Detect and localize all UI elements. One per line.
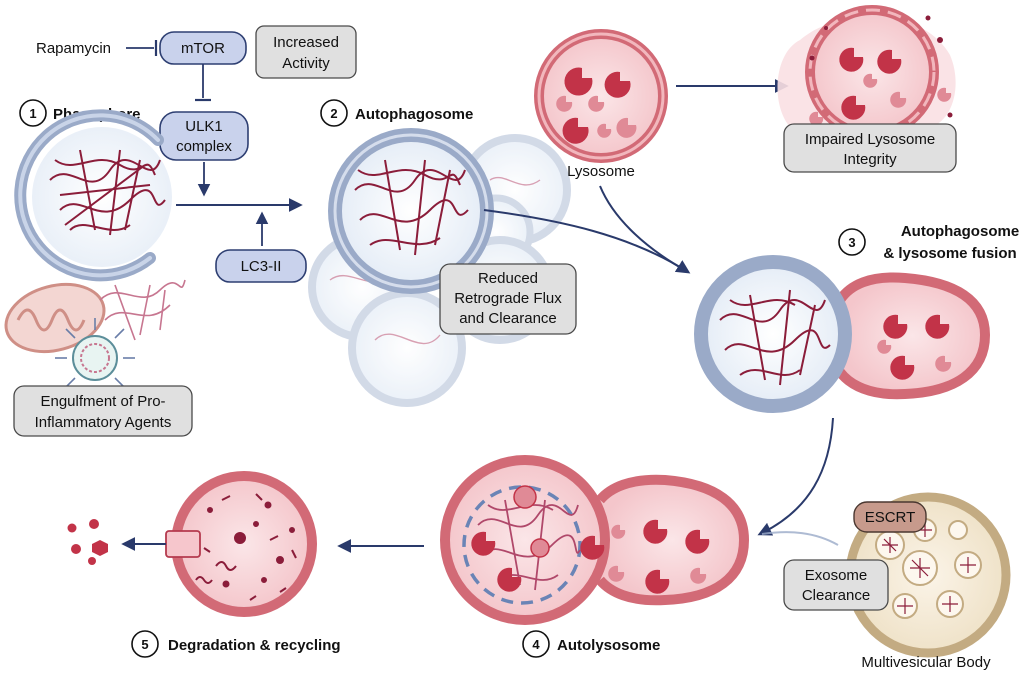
lysosome-to-fusion-arrow [599,185,689,273]
reduced-flux-box: Reduced Retrograde Flux and Clearance [439,263,577,335]
fusion-autophagosome-lobe [694,255,852,413]
svg-text:3: 3 [848,235,855,250]
reduced-flux-line1: Reduced [478,270,538,287]
svg-text:4: 4 [532,637,540,652]
transporter-channel [165,530,201,558]
ulk1-label-line2: complex [176,138,232,155]
fusion-enzymes [877,314,952,380]
step-5-degradation: 5 Degradation & recycling [67,471,341,658]
reduced-flux-line2: Retrograde Flux [454,290,562,307]
step-3-title-line2: & lysosome fusion [883,245,1016,262]
escrt-label: ESCRT [865,509,916,526]
mvb-label: Multivesicular Body [861,654,991,671]
fusion-to-autolysosome-arrow [757,417,834,536]
step-1-phagophore: 1 Phagophore [4,99,193,437]
ulk1-label-line1: ULK1 [185,118,223,135]
recycled-building-blocks [67,519,108,565]
pathogen-particle [55,318,135,398]
step-number-badge: 2 [320,99,348,127]
impaired-lysosome-box: Impaired Lysosome Integrity [783,123,957,173]
increased-activity-line1: Increased [273,34,339,51]
signaling-pathway: Rapamycin mTOR Increased Activity ULK1 c… [36,25,357,283]
escrt-box: ESCRT [853,501,927,533]
exosome-line1: Exosome [805,567,868,584]
step-number-badge: 4 [522,630,550,658]
mtor-node: mTOR [159,31,247,65]
step-5-title: Degradation & recycling [168,637,341,654]
lc3-node: LC3-II [215,249,307,283]
step-4-autolysosome: 4 Autolysosome [440,455,750,658]
autolysosome-body [440,455,610,625]
engulfment-line1: Engulfment of Pro- [40,393,165,410]
leaking-enzymes [809,15,953,126]
rapamycin-label: Rapamycin [36,40,111,57]
step-4-title: Autolysosome [557,637,660,654]
exosome-clearance-box: Exosome Clearance [783,559,889,611]
degradation-fragments [195,493,297,601]
fusion-aggregate [719,289,831,386]
lysosome-label: Lysosome [567,163,635,180]
impaired-line1: Impaired Lysosome [805,131,935,148]
svg-text:1: 1 [29,106,36,121]
fusion-lysosome-lobe [835,272,991,400]
multivesicular-body: ESCRT Exosome Clearance Multivesicular B… [761,492,1011,671]
impaired-line2: Integrity [843,151,897,168]
increased-activity-line2: Activity [282,55,330,72]
mitochondrion [4,282,106,354]
hydrolase-enzymes [556,67,637,144]
step-3-title-line1: Autophagosome [901,223,1019,240]
step-3-fusion: 3 Autophagosome & lysosome fusion [694,223,1019,536]
sequestered-aggregate [354,159,469,256]
step-2-title: Autophagosome [355,106,473,123]
engulfment-line2: Inflammatory Agents [35,414,172,431]
pink-fibril-cluster [99,279,186,341]
protein-aggregate [49,149,166,236]
impaired-lysosome: Impaired Lysosome Integrity [777,5,957,173]
exosome-line2: Clearance [802,587,870,604]
lc3-label: LC3-II [241,258,282,275]
increased-activity-box: Increased Activity [255,25,357,79]
svg-text:5: 5 [141,637,148,652]
engulfment-box: Engulfment of Pro- Inflammatory Agents [13,385,193,437]
svg-text:2: 2 [330,106,337,121]
degrading-inner-membrane [462,485,582,605]
autolysosome-lysosome-lobe [596,474,750,606]
step-2-autophagosome: 2 Autophagosome Reduced Re [308,99,691,407]
step-number-badge: 3 [838,228,866,256]
mtor-label: mTOR [181,40,225,57]
reduced-flux-line3: and Clearance [459,310,557,327]
ulk1-complex-node: ULK1 complex [159,111,249,161]
lysosome: Lysosome [534,29,668,180]
autolysosome-enzymes [471,485,710,594]
step-number-badge: 1 [19,99,47,127]
step-number-badge: 5 [131,630,159,658]
